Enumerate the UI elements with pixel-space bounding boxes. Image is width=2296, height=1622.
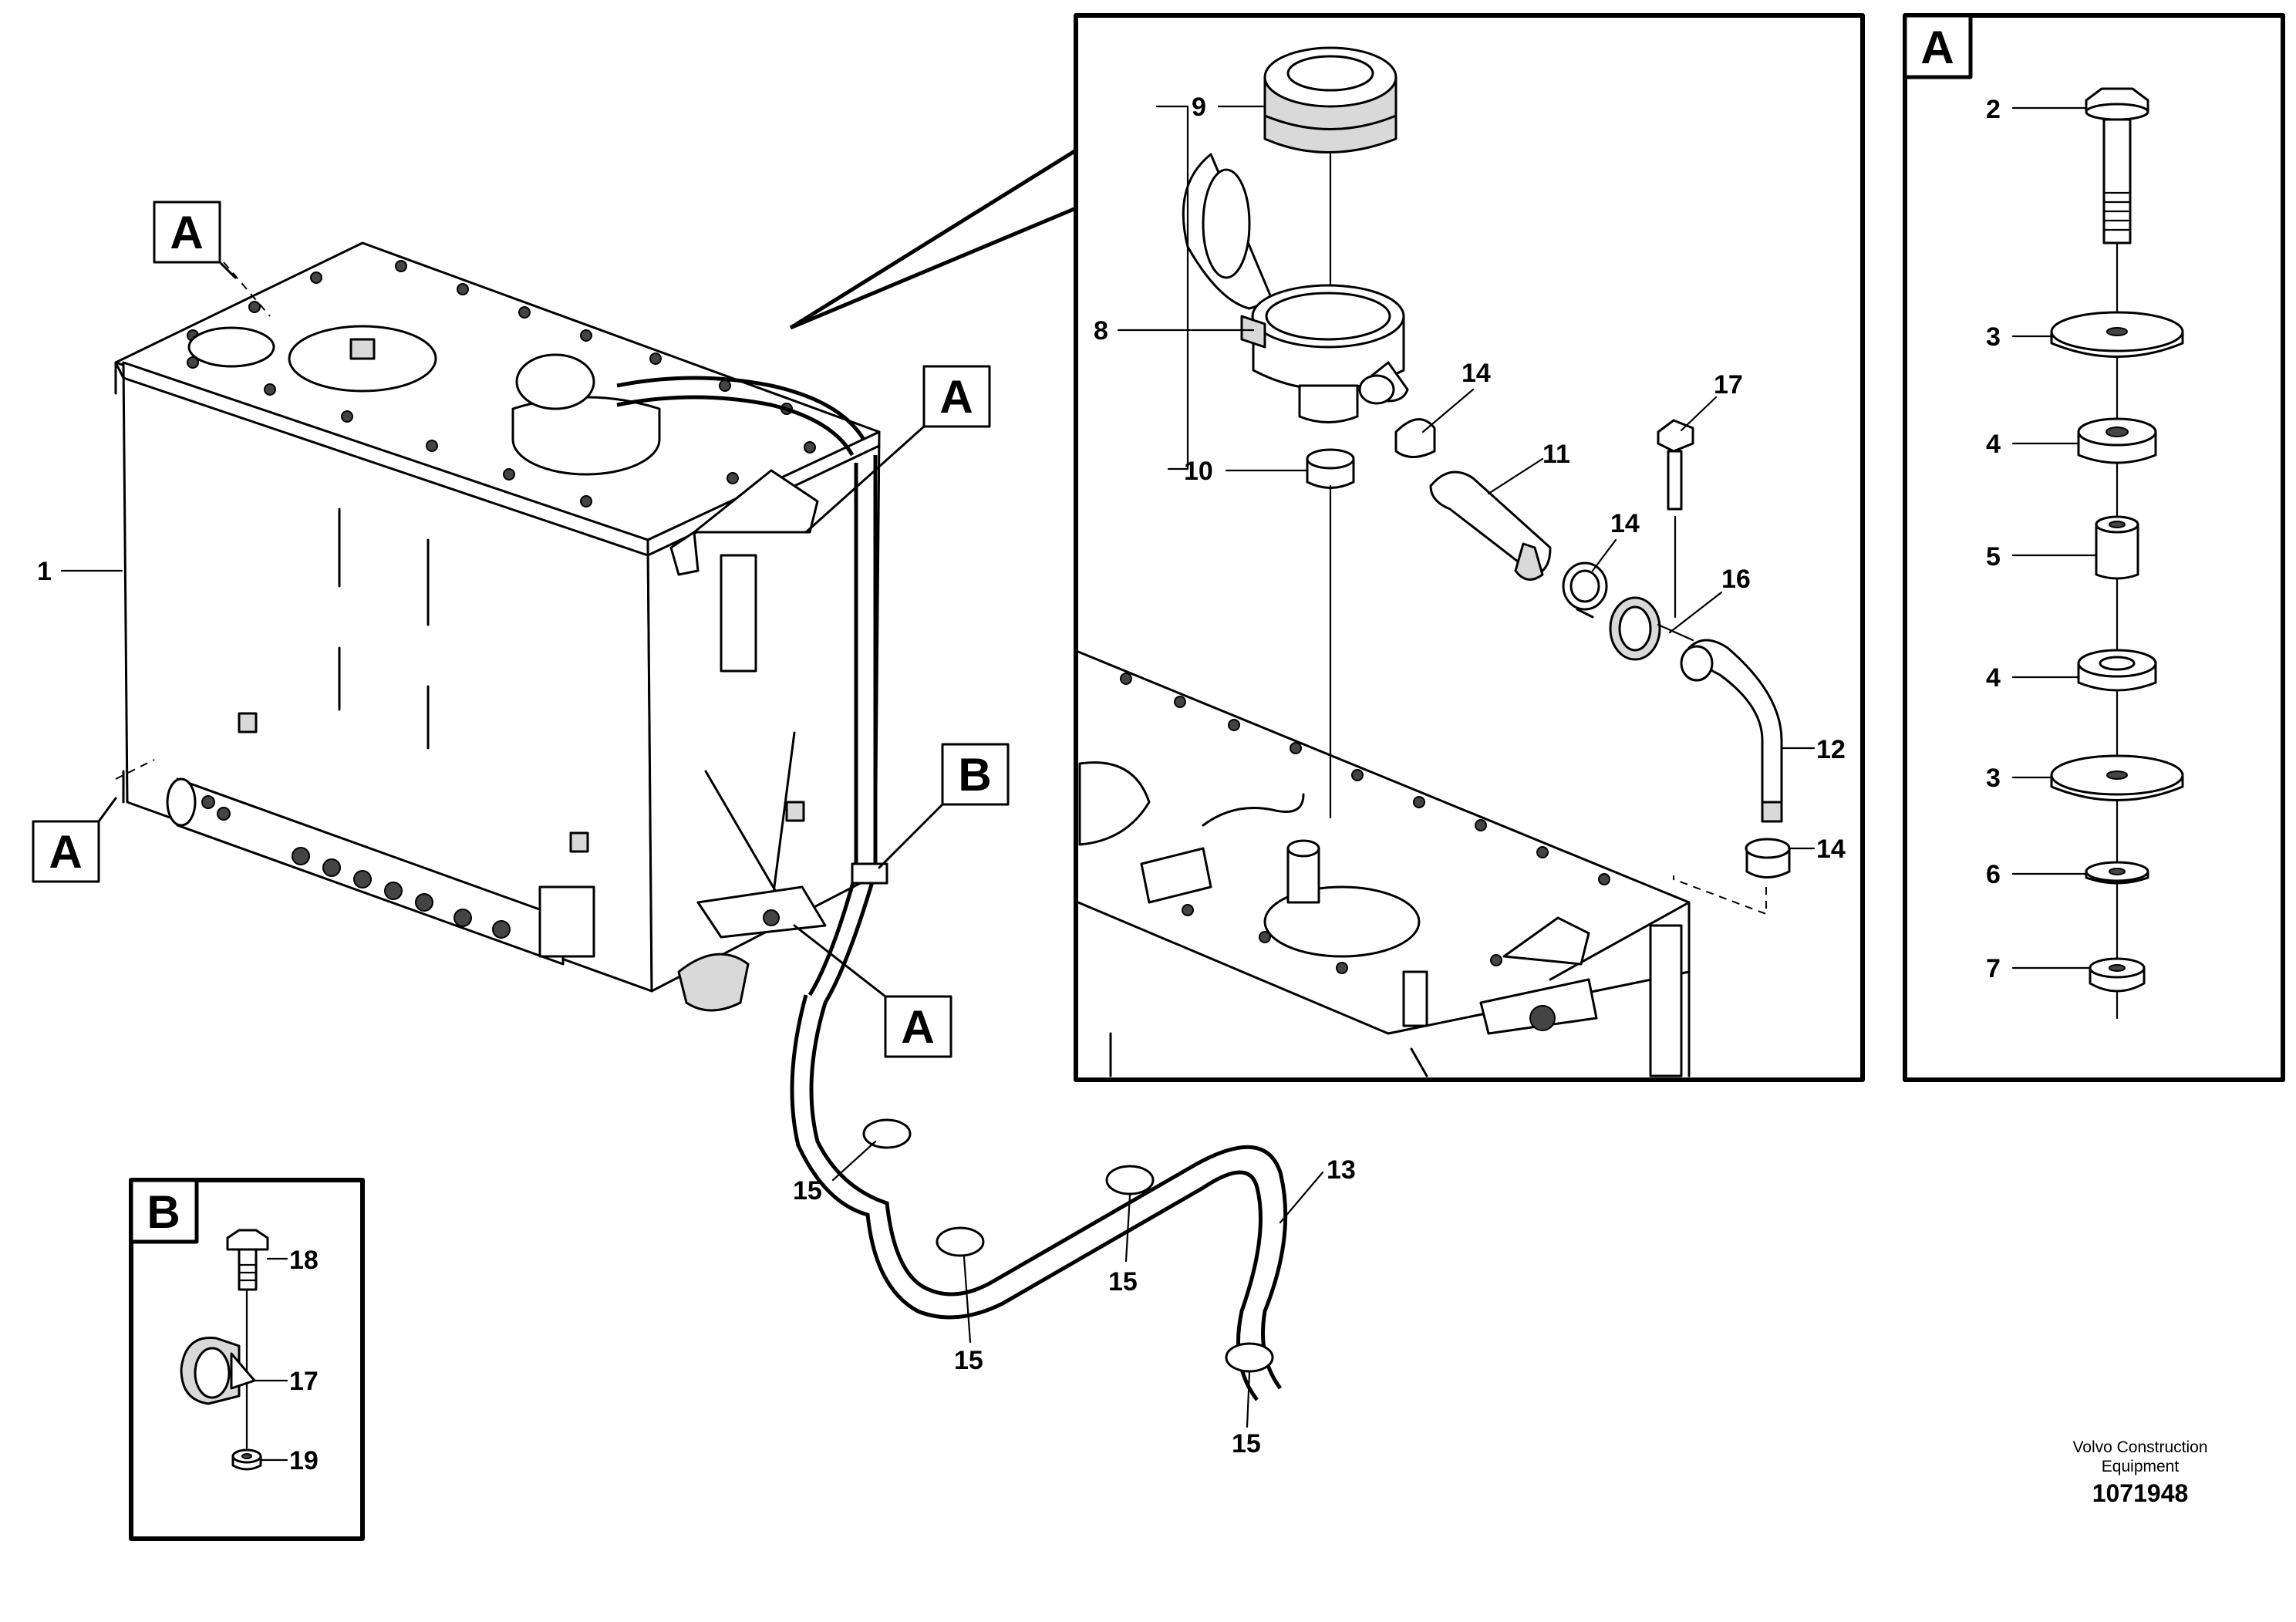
svg-text:15: 15	[1108, 1267, 1138, 1297]
svg-text:15: 15	[793, 1176, 822, 1206]
svg-text:B: B	[958, 749, 991, 801]
callout-a-left: A	[32, 797, 117, 883]
svg-text:12: 12	[1816, 735, 1846, 764]
label-16: 16	[1668, 565, 1751, 634]
svg-text:19: 19	[289, 1446, 319, 1475]
svg-text:13: 13	[1327, 1155, 1356, 1185]
svg-text:18: 18	[289, 1246, 319, 1275]
label-a-3-second: 3	[1986, 764, 2053, 793]
label-14-c: 14	[1789, 835, 1846, 864]
label-b-19: 19	[259, 1446, 319, 1475]
label-a-4-second: 4	[1986, 663, 2080, 693]
svg-text:1: 1	[37, 557, 52, 586]
label-a-6: 6	[1986, 860, 2088, 889]
label-b-18: 18	[266, 1246, 319, 1275]
callout-a-right: A	[804, 365, 991, 534]
svg-text:5: 5	[1986, 542, 2001, 572]
label-a-2: 2	[1986, 95, 2088, 124]
svg-text:7: 7	[1986, 954, 2001, 983]
svg-text:A: A	[939, 371, 973, 423]
svg-text:10: 10	[1184, 457, 1213, 486]
svg-text:4: 4	[1986, 663, 2001, 693]
credit-block: Volvo Construction Equipment 1071948	[2072, 1438, 2207, 1507]
svg-text:3: 3	[1986, 322, 2001, 352]
inset-detail: 9 8 10 14 11 14 17 16	[1074, 13, 1865, 1082]
label-10: 10	[1184, 457, 1309, 486]
inset-pointer	[789, 148, 1077, 330]
svg-text:9: 9	[1192, 93, 1206, 122]
svg-text:8: 8	[1094, 316, 1108, 346]
credit-line-2: Equipment	[2102, 1458, 2180, 1475]
label-1: 1	[37, 557, 123, 586]
label-9: 9	[1155, 93, 1266, 470]
label-8: 8	[1094, 316, 1255, 346]
label-a-3: 3	[1986, 322, 2053, 352]
label-11: 11	[1487, 440, 1570, 495]
drawing-id: 1071948	[2092, 1479, 2189, 1507]
callout-a-bottom: A	[793, 924, 952, 1058]
label-17: 17	[1680, 370, 1743, 432]
svg-text:A: A	[170, 207, 203, 258]
label-12: 12	[1782, 735, 1846, 764]
label-15-d: 15	[1232, 1371, 1261, 1458]
label-15-b: 15	[954, 1256, 983, 1375]
credit-line-1: Volvo Construction	[2072, 1438, 2207, 1456]
svg-text:15: 15	[954, 1346, 983, 1375]
svg-text:4: 4	[1986, 430, 2001, 459]
svg-text:B: B	[147, 1186, 180, 1238]
label-14-b: 14	[1591, 509, 1640, 572]
label-15-c: 15	[1108, 1194, 1138, 1297]
svg-text:14: 14	[1462, 359, 1491, 388]
svg-text:14: 14	[1610, 509, 1640, 538]
svg-text:3: 3	[1986, 764, 2001, 793]
svg-text:15: 15	[1232, 1429, 1261, 1458]
label-14-a: 14	[1421, 359, 1491, 433]
label-a-4: 4	[1986, 430, 2080, 459]
label-b-17: 17	[253, 1367, 319, 1396]
callout-a-top: A	[153, 201, 237, 279]
svg-text:14: 14	[1816, 835, 1846, 864]
detail-b-panel: B 18 17 19	[129, 1178, 365, 1541]
hydraulic-tank	[114, 241, 881, 1012]
label-13: 13	[1279, 1155, 1356, 1224]
svg-text:A: A	[49, 826, 82, 878]
svg-text:17: 17	[289, 1367, 319, 1396]
svg-text:17: 17	[1714, 370, 1743, 400]
label-15-a: 15	[793, 1140, 877, 1206]
detail-a-panel: A 2	[1903, 13, 2285, 1082]
callout-b: B	[878, 743, 1010, 869]
svg-text:A: A	[901, 1001, 934, 1053]
label-a-5: 5	[1986, 542, 2098, 572]
svg-text:6: 6	[1986, 860, 2001, 889]
label-a-7: 7	[1986, 954, 2092, 983]
svg-text:11: 11	[1542, 440, 1570, 469]
svg-text:A: A	[1920, 22, 1954, 73]
svg-text:2: 2	[1986, 95, 2001, 124]
svg-text:16: 16	[1721, 565, 1751, 594]
